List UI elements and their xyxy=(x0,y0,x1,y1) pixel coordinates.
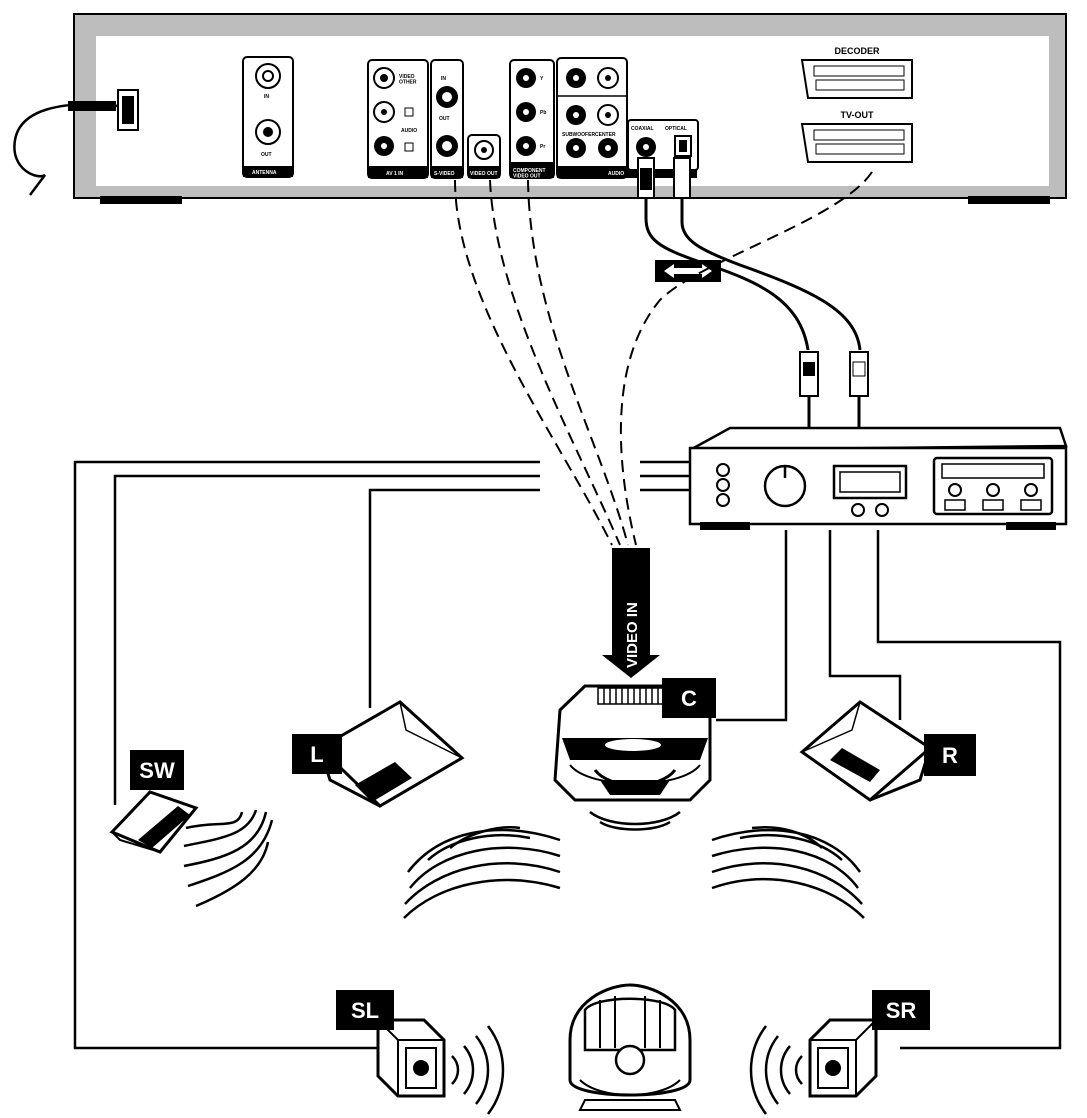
surround-right-speaker: SR xyxy=(749,990,930,1115)
player-foot-left xyxy=(100,196,182,204)
audio-center-label: CENTER xyxy=(595,132,616,138)
coaxial-label: COAXIAL xyxy=(631,126,654,132)
right-speaker: R xyxy=(711,700,976,919)
audio-out-block: SUBWOOFER CENTER AUDIO xyxy=(556,57,697,179)
antenna-in-label: IN xyxy=(264,94,269,100)
surround-left-speaker: SL xyxy=(336,990,505,1115)
video-out-block: VIDEO OUT xyxy=(467,134,501,179)
speaker-c-badge xyxy=(662,678,716,718)
speaker-sl-label: SL xyxy=(351,998,379,1023)
speaker-sr-label: SR xyxy=(886,998,917,1023)
antenna-out-label: OUT xyxy=(261,152,272,158)
antenna-title: ANTENNA xyxy=(252,170,277,176)
tvout-scart: TV-OUT xyxy=(800,110,913,163)
listener-icon xyxy=(568,983,692,1111)
player-foot-right xyxy=(968,196,1050,204)
svideo-block: IN OUT S-VIDEO xyxy=(430,59,464,179)
av1-title: AV 1 IN xyxy=(386,171,404,177)
speaker-c-label: C xyxy=(681,686,697,711)
av1-audio-label: AUDIO xyxy=(401,128,417,134)
subwoofer: SW xyxy=(109,750,274,908)
digital-audio-cables xyxy=(637,157,869,432)
speaker-l-badge xyxy=(292,734,342,774)
video-in-label: VIDEO IN xyxy=(624,602,641,668)
power-cord xyxy=(13,89,139,196)
speaker-wires xyxy=(73,460,1062,1050)
svideo-in-label: IN xyxy=(441,76,446,82)
av-receiver xyxy=(688,426,1068,530)
audio-title: AUDIO xyxy=(608,171,624,177)
optical-label: OPTICAL xyxy=(665,126,687,132)
speaker-sw-badge xyxy=(130,750,184,790)
component-pr-label: Pr xyxy=(540,144,545,150)
video-in-arrow: VIDEO IN xyxy=(602,548,660,678)
speaker-sw-label: SW xyxy=(139,758,175,783)
decoder-scart: DECODER xyxy=(800,46,913,99)
svideo-title: S-VIDEO xyxy=(434,171,455,177)
video-out-label: VIDEO OUT xyxy=(470,171,498,177)
video-cables xyxy=(454,171,873,546)
audio-sub-label: SUBWOOFER xyxy=(562,132,595,138)
speaker-r-label: R xyxy=(942,743,958,768)
svideo-out-label: OUT xyxy=(439,116,450,122)
speaker-r-badge xyxy=(924,734,976,776)
left-speaker: L xyxy=(292,700,561,919)
tvout-label: TV-OUT xyxy=(841,110,875,120)
antenna-block: IN OUT ANTENNA xyxy=(242,56,294,178)
component-y-label: Y xyxy=(540,76,544,82)
decoder-label: DECODER xyxy=(834,46,880,56)
component-pb-label: Pb xyxy=(540,110,546,116)
speaker-l-label: L xyxy=(310,742,323,767)
speaker-sr-badge xyxy=(872,990,930,1030)
center-tv: C xyxy=(553,678,716,831)
speaker-sl-badge xyxy=(336,990,394,1030)
